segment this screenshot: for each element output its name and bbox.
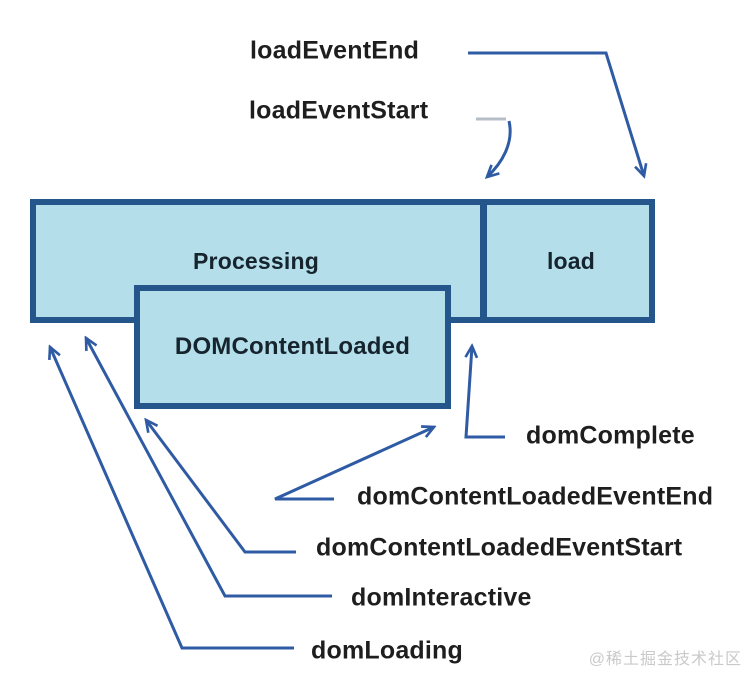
segment-divider — [480, 199, 487, 323]
domcontentloaded-label: DOMContentLoaded — [174, 333, 411, 360]
loadEventStart-arrow — [487, 120, 512, 177]
domComplete-arrow — [466, 346, 505, 439]
label-loadEventEnd: loadEventEnd — [250, 36, 420, 65]
label-domComplete: domComplete — [526, 421, 695, 450]
load-segment-label: load — [546, 247, 596, 274]
domcontentloaded-box: DOMContentLoaded — [134, 285, 451, 409]
label-loadEventStart: loadEventStart — [249, 96, 429, 125]
label-domContentLoadedEventEnd: domContentLoadedEventEnd — [357, 482, 714, 511]
label-domLoading: domLoading — [311, 636, 463, 665]
loadEventEnd-arrow — [468, 51, 644, 176]
label-domContentLoadedEventStart: domContentLoadedEventStart — [316, 533, 683, 562]
watermark: @稀土掘金技术社区 — [588, 651, 742, 668]
label-domInteractive: domInteractive — [351, 583, 532, 612]
domContentLoadedEventStart-arrow — [146, 420, 296, 554]
processing-segment-label: Processing — [193, 247, 319, 274]
